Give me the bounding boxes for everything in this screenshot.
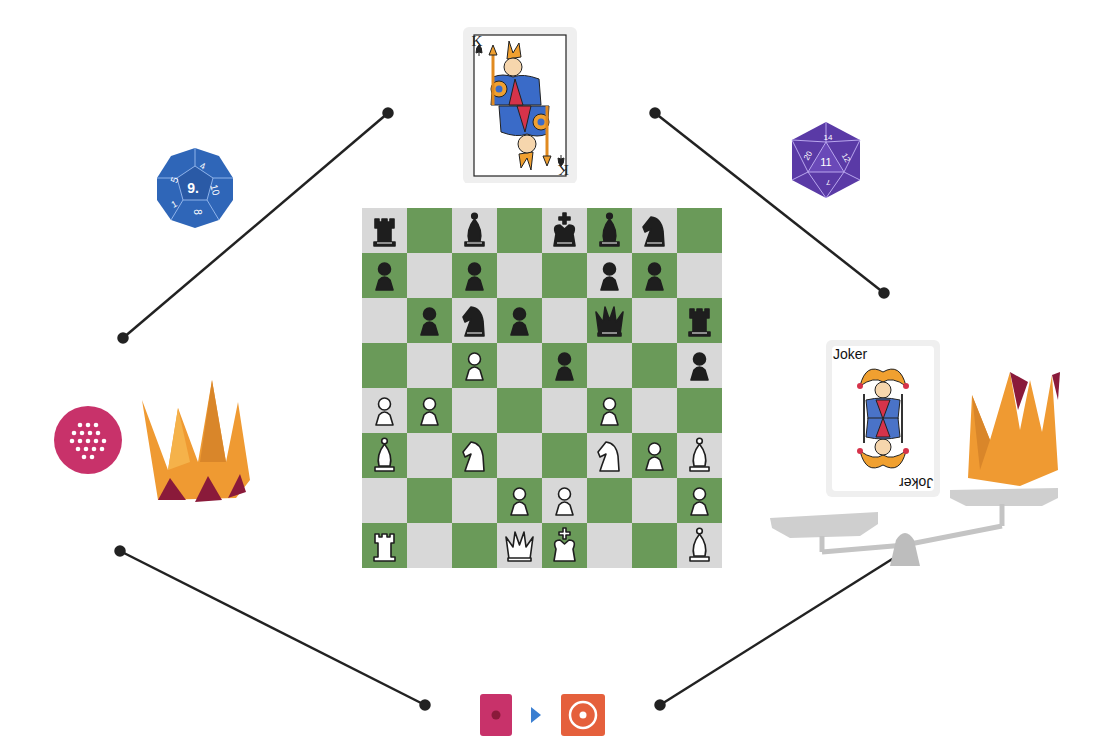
chess-piece (374, 534, 395, 561)
chess-piece (601, 263, 618, 290)
chess-piece (601, 398, 618, 425)
card-label: K (558, 162, 569, 177)
chess-piece (689, 309, 710, 336)
chess-piece (554, 528, 575, 561)
chess-piece (691, 488, 708, 515)
chess-piece (596, 307, 623, 336)
chess-piece (690, 528, 709, 561)
chess-piece (691, 353, 708, 380)
die-number: 14 (824, 134, 833, 142)
decor-lines (116, 109, 910, 710)
d12-die: 9.105481 (153, 146, 237, 230)
chess-piece (511, 488, 528, 515)
chess-piece (463, 307, 484, 336)
card-label: Joker (833, 347, 867, 361)
die-number: 11 (820, 157, 831, 168)
card-label: K (472, 34, 483, 49)
chess-piece (376, 263, 393, 290)
chess-piece (643, 217, 664, 246)
die-number: 9. (187, 181, 199, 195)
chess-piece (465, 213, 484, 246)
chess-piece (374, 219, 395, 246)
chess-piece (598, 442, 619, 471)
die-number: 8 (192, 209, 202, 215)
crown-icon (142, 380, 250, 502)
card-label: Joker (899, 476, 933, 490)
chess-piece (421, 308, 438, 335)
d20-die: 111220147 (786, 120, 866, 200)
chess-board (362, 208, 722, 568)
chess-piece (690, 438, 709, 471)
chess-piece (466, 353, 483, 380)
king-card: KK (463, 27, 577, 183)
chess-piece (646, 443, 663, 470)
chess-piece (376, 398, 393, 425)
die-number: 7 (826, 178, 830, 186)
chess-piece (506, 532, 533, 561)
dot-circle-icon (54, 406, 122, 474)
joker-card-shape (826, 340, 940, 497)
chess-piece (463, 442, 484, 471)
chess-piece (511, 308, 528, 335)
chess-piece (556, 488, 573, 515)
transform-icon (480, 694, 605, 736)
chess-piece (646, 263, 663, 290)
chess-piece (375, 438, 394, 471)
chess-piece (421, 398, 438, 425)
chess-piece (600, 213, 619, 246)
king-card-shape (463, 27, 577, 183)
chess-piece (556, 353, 573, 380)
joker-card: JokerJoker (826, 340, 940, 497)
chess-piece (466, 263, 483, 290)
chess-piece (554, 213, 575, 246)
